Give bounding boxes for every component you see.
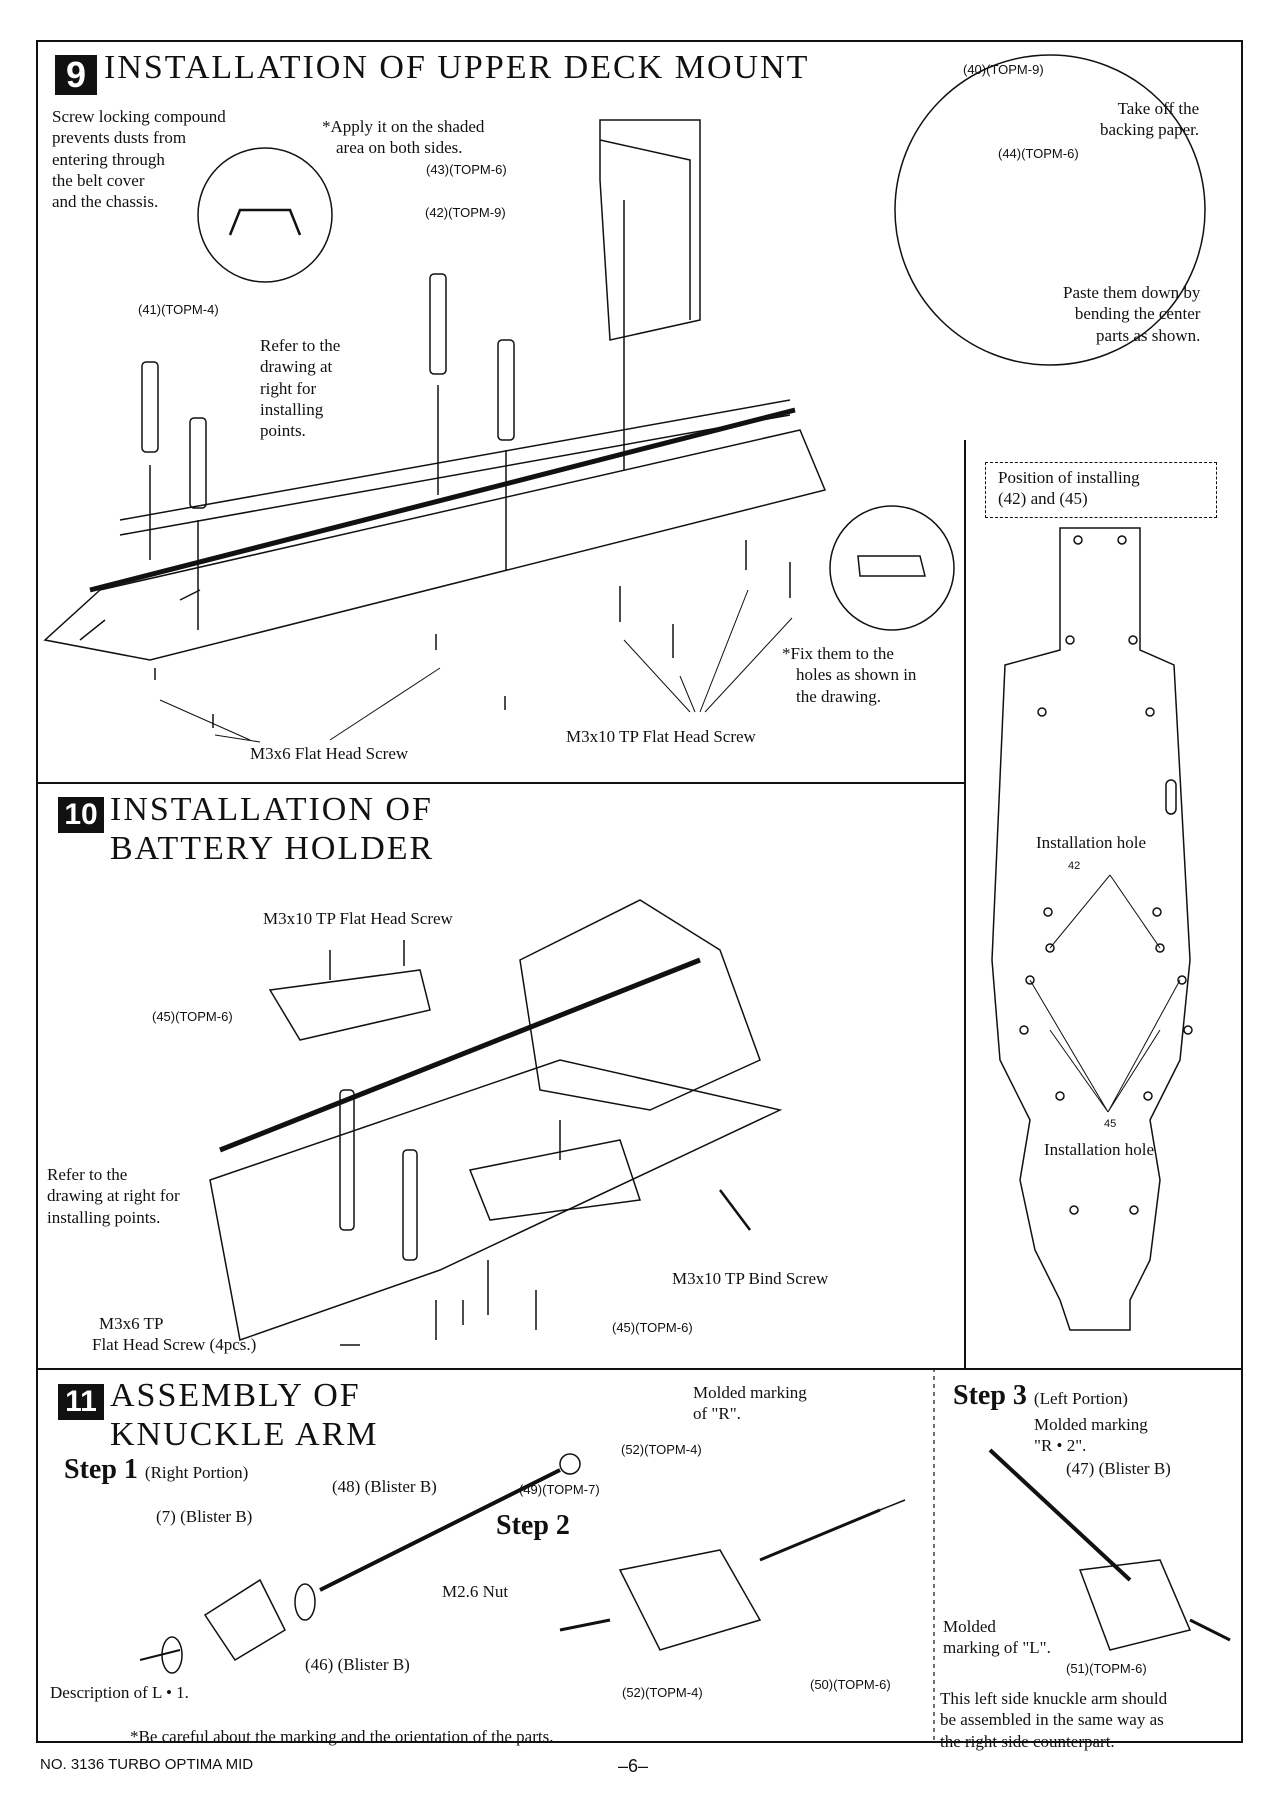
part-51-label: (51)(TOPM-6) xyxy=(1066,1661,1147,1676)
hole-detail-circle xyxy=(829,505,955,631)
part-41-label: (41)(TOPM-4) xyxy=(138,302,219,317)
knuckle-step3 xyxy=(1078,1559,1192,1651)
foam-pads-detail-circle xyxy=(894,54,1206,366)
step-1-heading: Step 1 (Right Portion) xyxy=(64,1454,249,1485)
section-11-number: 11 xyxy=(58,1384,104,1420)
screw-lock-detail-circle xyxy=(197,147,333,283)
post-45-b xyxy=(402,1149,418,1261)
chassis-outline xyxy=(991,527,1191,1331)
step-3-heading: Step 3 (Left Portion) xyxy=(953,1380,1128,1411)
upper-deck-mount xyxy=(599,119,701,341)
chassis-holes xyxy=(1019,535,1193,1215)
part-52-label-a: (52)(TOPM-4) xyxy=(621,1442,702,1457)
page-frame xyxy=(36,40,1243,1743)
screws-m3x10-9 xyxy=(619,540,791,658)
belt-10 xyxy=(219,957,701,1153)
bearing-left xyxy=(161,1636,183,1674)
post-45-a xyxy=(339,1089,355,1231)
m3x10-flat-head-label-10: M3x10 TP Flat Head Screw xyxy=(263,909,453,928)
part-43-label: (43)(TOPM-6) xyxy=(426,162,507,177)
screws-m3x6-9 xyxy=(154,634,506,728)
installation-hole-bottom-label: Installation hole xyxy=(1044,1140,1155,1159)
part-42-label: (42)(TOPM-9) xyxy=(425,205,506,220)
section-9-title: INSTALLATION OF UPPER DECK MOUNT xyxy=(104,49,810,86)
installing-position-box: Position of installing(42) and (45) xyxy=(985,462,1217,518)
part-7-label: (7) (Blister B) xyxy=(156,1507,253,1526)
footer-model: NO. 3136 TURBO OPTIMA MID xyxy=(40,1756,254,1773)
caution-note: *Be careful about the marking and the or… xyxy=(130,1727,554,1746)
post-42-b xyxy=(497,339,515,441)
post-41-b xyxy=(189,417,207,509)
description-label: Description of L • 1. xyxy=(50,1683,189,1702)
drive-shaft-step1 xyxy=(319,1468,561,1592)
part-40-label: (40)(TOPM-9) xyxy=(963,62,1044,77)
molded-marking-r2: Molded marking"R • 2". xyxy=(1034,1415,1148,1456)
belt-9 xyxy=(89,407,796,593)
part-48-label: (48) (Blister B) xyxy=(332,1477,437,1496)
m3x6-flat-head-label: M3x6 Flat Head Screw xyxy=(250,744,409,763)
divider-9-10 xyxy=(36,782,964,784)
divider-10-11 xyxy=(36,1368,1243,1370)
battery-holder-bottom xyxy=(468,1139,641,1221)
section-9-number: 9 xyxy=(55,55,97,95)
motor-frame-10 xyxy=(519,899,761,1111)
m3x10-tp-flat-head-label: M3x10 TP Flat Head Screw xyxy=(566,727,756,746)
step-2-heading: Step 2 xyxy=(496,1510,570,1541)
part-45-label-a: (45)(TOPM-6) xyxy=(152,1009,233,1024)
part-52-label-b: (52)(TOPM-4) xyxy=(622,1685,703,1700)
knuckle-step2 xyxy=(618,1549,762,1651)
installation-hole-top-label: Installation hole xyxy=(1036,833,1147,852)
installation-hole-bottom-number: 45 xyxy=(1104,1118,1117,1130)
bearing-right xyxy=(294,1583,316,1621)
part-44-label: (44)(TOPM-6) xyxy=(998,146,1079,161)
post-42-a xyxy=(429,273,447,375)
section-10-number: 10 xyxy=(58,797,104,833)
part-49-label: (49)(TOPM-7) xyxy=(519,1482,600,1497)
part-45-label-b: (45)(TOPM-6) xyxy=(612,1320,693,1335)
knuckle-step1 xyxy=(203,1578,286,1662)
part-46-label: (46) (Blister B) xyxy=(305,1655,410,1674)
chassis-plate-10 xyxy=(209,1059,783,1341)
m26-nut-label: M2.6 Nut xyxy=(442,1582,509,1601)
m3x10-bind-label: M3x10 TP Bind Screw xyxy=(672,1269,829,1288)
footer-page-number: –6– xyxy=(618,1756,649,1776)
divider-side-panel xyxy=(964,440,966,1368)
part-47-label: (47) (Blister B) xyxy=(1066,1459,1171,1478)
post-41-a xyxy=(141,361,159,453)
chassis-plate-9 xyxy=(43,429,827,661)
drive-shaft-step3 xyxy=(988,1448,1132,1582)
installation-hole-top-number: 42 xyxy=(1068,860,1081,872)
part-50-label: (50)(TOPM-6) xyxy=(810,1677,891,1692)
battery-holder-top xyxy=(268,969,431,1041)
